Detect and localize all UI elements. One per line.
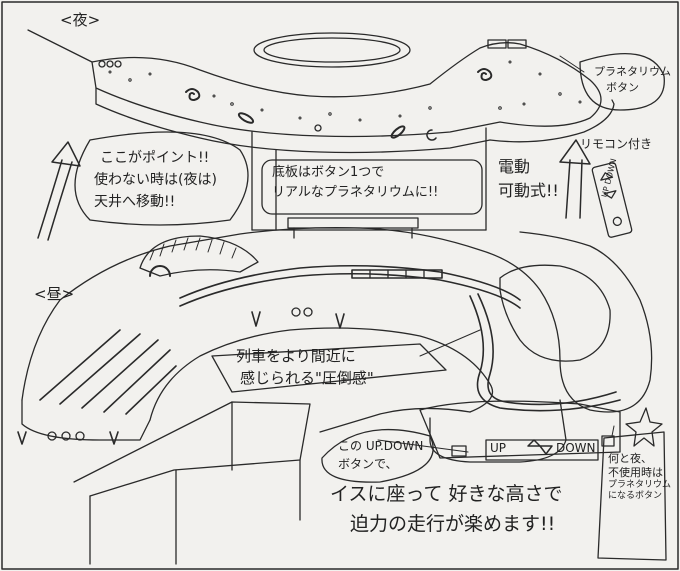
- right-arrow-up: [559, 139, 591, 219]
- remote-label: リモコン付き: [580, 137, 653, 151]
- planetarium-button-line-2: ボタン: [606, 81, 639, 94]
- updown-panel: [419, 400, 621, 461]
- updown-button-callout: [321, 428, 434, 483]
- ceiling-planetarium-board: [91, 39, 615, 154]
- pressure-callout-box: [211, 343, 447, 393]
- sit-down-line-1: イスに座って 好きな高さで: [330, 483, 563, 505]
- planetarium-callout-line-2: リアルなプラネタリウムに!!: [272, 185, 439, 200]
- pressure-callout-line-2: 感じられる"圧倒感": [240, 369, 374, 387]
- panel-up-label: UP: [490, 441, 507, 455]
- electric-label-line-1: 電動: [498, 157, 531, 176]
- panel-down-label: DOWN: [556, 441, 596, 455]
- point-callout-line-2: 使わない時は(夜は): [94, 172, 217, 188]
- planetarium-button-callout: [579, 53, 665, 111]
- daynight-line-4: になるボタン: [608, 490, 663, 501]
- point-callout-line-3: 天井へ移動!!: [94, 194, 176, 210]
- day-label: <昼>: [34, 285, 75, 303]
- daynight-line-2: 不使用時は: [608, 465, 663, 479]
- leader-daynight: [611, 425, 615, 437]
- ceiling-light: [253, 32, 411, 68]
- leader-pressure: [419, 329, 481, 357]
- leader-updown: [377, 439, 469, 453]
- planetarium-callout-line-1: 底板はボタン1つで: [272, 165, 385, 180]
- updown-callout-line-2: ボタンで、: [338, 457, 398, 471]
- planetarium-button-line-1: プラネタリウム: [594, 65, 671, 78]
- point-callout-line-1: ここがポイント!!: [100, 150, 210, 166]
- pressure-callout-line-1: 列車をより間近に: [236, 347, 356, 365]
- sit-down-line-2: 迫力の走行が楽めます!!: [350, 513, 556, 535]
- daynight-line-3: プラネタリウム: [608, 479, 672, 490]
- night-label: <夜>: [60, 11, 101, 29]
- railway-layout-board: [17, 217, 653, 463]
- side-table: [73, 401, 311, 565]
- leader-planetarium: [559, 55, 585, 73]
- remote-control: [591, 162, 633, 238]
- ceiling-cable: [27, 29, 93, 63]
- sparkle-star: [625, 407, 663, 447]
- point-callout-outline: [74, 131, 249, 226]
- daynight-line-1: 何と夜、: [608, 452, 652, 465]
- electric-label-line-2: 可動式!!: [498, 181, 559, 200]
- support-posts: [251, 127, 487, 231]
- left-arrow-up: [37, 141, 81, 241]
- planetarium-callout-box: [261, 159, 483, 215]
- daynight-callout: 何と夜、 不使用時は プラネタリウム になるボタン: [608, 452, 671, 502]
- updown-callout-line-1: この UP.DOWN: [338, 439, 424, 453]
- daynight-callout-box: [597, 431, 667, 561]
